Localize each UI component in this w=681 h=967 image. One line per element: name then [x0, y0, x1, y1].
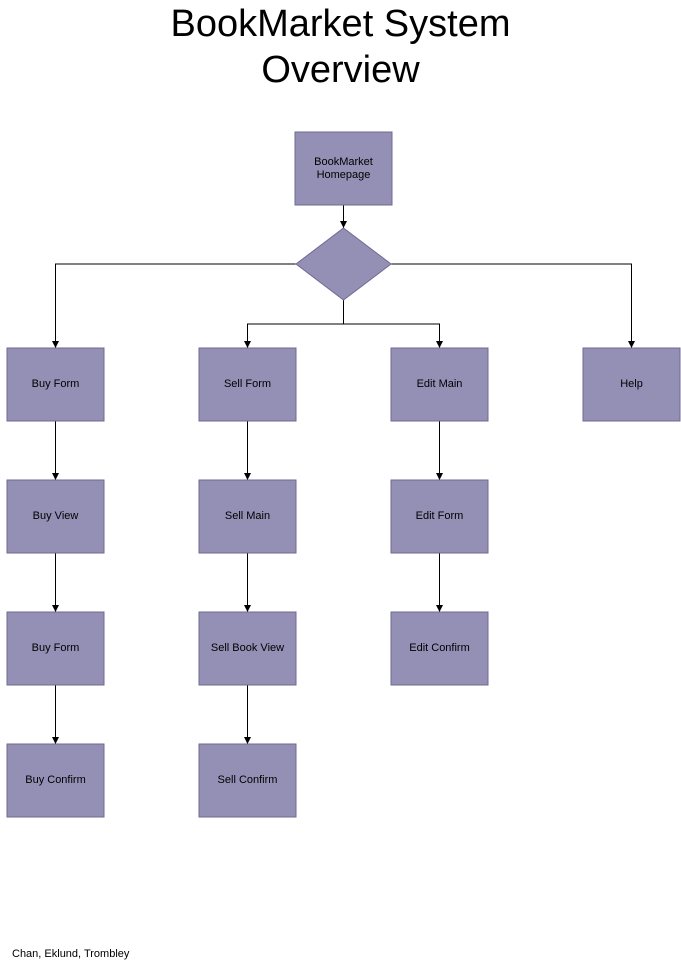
node-box — [390, 611, 489, 686]
node-box — [6, 611, 105, 686]
node-label: Sell Form — [224, 378, 271, 390]
node-label: Buy Form — [32, 642, 80, 654]
node-label: Sell Main — [225, 510, 270, 522]
node-sell-form: Sell Form — [198, 347, 297, 422]
node-box — [390, 347, 489, 422]
connector-decision-to-help — [391, 263, 635, 348]
node-help: Help — [582, 347, 681, 422]
connector-decision-to-sell-form — [244, 323, 344, 348]
node-box — [198, 743, 297, 818]
node-box — [294, 131, 393, 206]
node-label: Buy Form — [32, 378, 80, 390]
connectors — [52, 205, 635, 744]
node-label: Sell Book View — [211, 642, 284, 654]
node-label: Edit Main — [417, 378, 463, 390]
node-box — [390, 479, 489, 554]
diagram-title-line-2: Overview — [261, 49, 420, 91]
node-edit-confirm: Edit Confirm — [390, 611, 489, 686]
node-box — [198, 347, 297, 422]
node-label: Help — [620, 378, 643, 390]
node-edit-form: Edit Form — [390, 479, 489, 554]
node-box — [6, 743, 105, 818]
node-sell-main: Sell Main — [198, 479, 297, 554]
node-buy-form-2: Buy Form — [6, 611, 105, 686]
node-label: Edit Confirm — [409, 642, 470, 654]
connector-decision-to-edit-main — [343, 323, 443, 348]
decision-diamond — [295, 227, 392, 301]
node-label: Edit Form — [416, 510, 464, 522]
node-sell-book-view: Sell Book View — [198, 611, 297, 686]
node-label: Buy View — [33, 510, 79, 522]
node-box — [198, 479, 297, 554]
node-label-line-2: Homepage — [317, 169, 371, 181]
node-buy-view: Buy View — [6, 479, 105, 554]
node-buy-form: Buy Form — [6, 347, 105, 422]
node-bookmarket-homepage: BookMarket Homepage — [294, 131, 393, 206]
node-box — [582, 347, 681, 422]
diagram-title-line-1: BookMarket System — [170, 3, 511, 45]
node-box — [198, 611, 297, 686]
node-label-line-1: BookMarket — [314, 156, 373, 168]
node-box — [6, 479, 105, 554]
node-edit-main: Edit Main — [390, 347, 489, 422]
node-label: Sell Confirm — [218, 774, 278, 786]
node-buy-confirm: Buy Confirm — [6, 743, 105, 818]
footer-authors: Chan, Eklund, Trombley — [12, 948, 130, 960]
node-sell-confirm: Sell Confirm — [198, 743, 297, 818]
node-label: Buy Confirm — [25, 774, 86, 786]
node-box — [6, 347, 105, 422]
connector-decision-to-buy-form — [52, 263, 296, 348]
